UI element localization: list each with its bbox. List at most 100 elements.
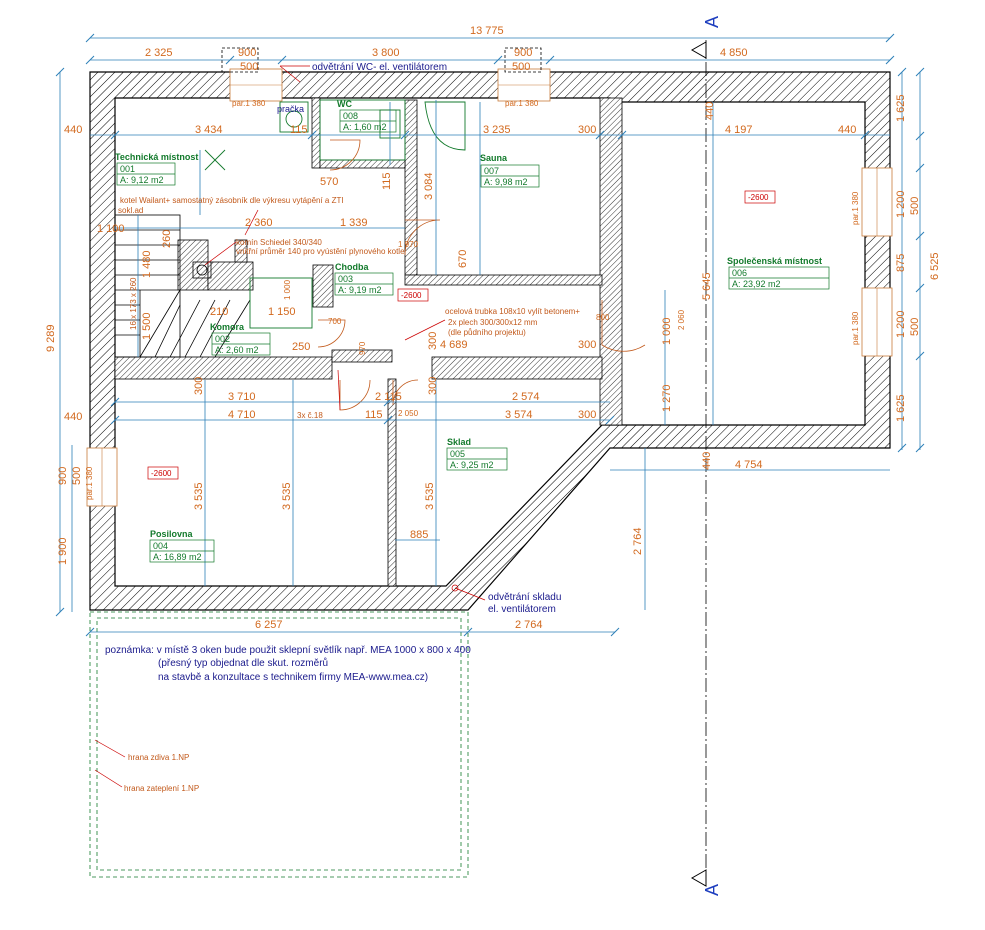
note-line-2: (přesný typ objednat dle skut. rozměrů: [158, 657, 328, 669]
dim-3084: 3 084: [423, 172, 435, 200]
dim-250: 250: [292, 341, 310, 353]
window-label-1: par.1 380: [232, 99, 266, 108]
room-technicka: Technická místnost 001 A: 9,12 m2: [115, 152, 198, 186]
room-name: Sklad: [447, 437, 471, 447]
chimney-icon: [196, 264, 208, 276]
dimension-lines: [55, 33, 925, 637]
windows: [86, 68, 893, 507]
room-chodba: Chodba 003 A: 9,19 m2: [334, 262, 394, 296]
room-number: 006: [732, 268, 747, 278]
room-spolecenska: Společenská místnost 006 A: 23,92 m2: [727, 256, 830, 290]
dim-300e: 300: [427, 377, 439, 395]
dim-3574: 3 574: [505, 409, 533, 421]
level-mark-1: -2600: [748, 193, 769, 202]
dim-115a: 115: [290, 124, 308, 136]
window-label-3: par.1 380: [851, 191, 860, 225]
dim-4710: 4 710: [228, 409, 256, 421]
dim-3535b: 3 535: [281, 482, 293, 510]
section-arrow-bottom-icon: [690, 869, 707, 887]
dim-left-low-3: 1 900: [57, 537, 69, 565]
dim-440d: 440: [701, 452, 713, 470]
dim-2115: 2 115: [375, 391, 402, 403]
dim-440c: 440: [64, 411, 82, 423]
dim-2360: 2 360: [245, 217, 273, 229]
dim-1000: 1 000: [661, 317, 673, 345]
dim-3434: 3 434: [195, 124, 223, 136]
hrana-label-1: hrana zdiva 1.NP: [128, 753, 189, 762]
room-sauna: Sauna 007 A: 9,98 m2: [480, 153, 540, 188]
dim-top-7: 4 850: [720, 47, 748, 59]
dim-300d: 300: [193, 377, 205, 395]
washing-machine-icon: [285, 110, 303, 128]
stair-label-2: 3x č.18: [297, 411, 323, 420]
pracka-label: pračka: [277, 104, 304, 114]
room-number: 005: [450, 449, 465, 459]
komin-label-2: vnitřní průměr 140 pro vyústění plynovéh…: [236, 247, 405, 256]
dim-700: 700: [328, 317, 342, 326]
dim-260: 260: [161, 230, 173, 248]
upper-floor-outline: [89, 611, 469, 878]
room-number: 008: [343, 111, 358, 121]
dim-4197: 4 197: [725, 124, 753, 136]
dim-left-low-1: 900: [57, 467, 69, 485]
dim-top-5: 900: [514, 47, 532, 59]
dim-210: 210: [210, 306, 228, 318]
dim-right-6: 500: [909, 318, 921, 336]
dim-left-total: 9 289: [45, 324, 57, 352]
level-marks: -2600 -2600 -2600: [147, 190, 776, 480]
dim-bottom-right: 2 764: [515, 619, 543, 631]
dim-440e: 440: [704, 102, 716, 120]
note-line-3: na stavbě a konzultace s technikem firmy…: [158, 672, 428, 683]
level-mark-2: -2600: [401, 291, 422, 300]
dim-2050: 2 050: [398, 409, 419, 418]
dim-bottom-left: 6 257: [255, 619, 283, 631]
dim-1000b: 1 000: [283, 279, 292, 300]
window-label-5: par.1 380: [85, 466, 94, 500]
doors: [317, 139, 646, 411]
dim-1150: 1 150: [268, 306, 296, 318]
room-area: A: 1,60 m2: [343, 122, 387, 132]
interior-walls: [114, 97, 623, 587]
room-name: Technická místnost: [115, 152, 198, 162]
ocel-label-1: ocelová trubka 108x10 vylít betonem+: [445, 307, 580, 316]
dim-1500: 1 500: [141, 312, 153, 340]
room-area: A: 9,98 m2: [484, 177, 528, 187]
hrana-label-2: hrana zateplení 1.NP: [124, 784, 199, 793]
vent-wc-label: odvětrání WC- el. ventilátorem: [312, 62, 447, 73]
dim-300b: 300: [578, 339, 596, 351]
dim-right-1: 1 625: [895, 94, 907, 122]
dim-top-4: 3 800: [372, 47, 400, 59]
dim-3710: 3 710: [228, 391, 256, 403]
dim-4754: 4 754: [735, 459, 763, 471]
dim-top-6: 500: [512, 61, 530, 73]
room-name: WC: [337, 99, 352, 109]
section-label-bottom: A: [702, 884, 722, 896]
room-area: A: 2,60 m2: [215, 345, 259, 355]
dim-440b: 440: [838, 124, 856, 136]
room-name: Komora: [210, 322, 245, 332]
dim-5645: 5 645: [701, 272, 713, 300]
staircase: [114, 214, 251, 358]
dim-4689: 4 689: [440, 339, 468, 351]
dim-1270: 1 270: [661, 384, 673, 412]
window-label-2: par.1 380: [505, 99, 539, 108]
dim-670: 670: [457, 250, 469, 268]
room-name: Společenská místnost: [727, 256, 822, 266]
dim-2764: 2 764: [632, 527, 644, 555]
inner-dimensions: 440 3 434 115 3 235 300 4 197 440 2 360 …: [64, 102, 856, 555]
dim-115c: 115: [365, 409, 383, 421]
annotations: odvětrání WC- el. ventilátorem pračka ko…: [94, 62, 580, 793]
room-area: A: 23,92 m2: [732, 279, 781, 289]
dim-2574: 2 574: [512, 391, 540, 403]
room-number: 001: [120, 164, 135, 174]
stair-label-1: 16 x 173 x 260: [129, 277, 138, 330]
komin-label-1: komín Schiedel 340/340: [236, 238, 322, 247]
dim-970: 970: [358, 341, 367, 355]
room-name: Chodba: [335, 262, 369, 272]
room-area: A: 9,25 m2: [450, 460, 494, 470]
room-sklad: Sklad 005 A: 9,25 m2: [446, 437, 508, 471]
vent-sklad-label-2: el. ventilátorem: [488, 604, 556, 615]
dim-right-4: 875: [895, 254, 907, 272]
dim-1100: 1 100: [97, 223, 125, 235]
dim-1339: 1 339: [340, 217, 368, 229]
